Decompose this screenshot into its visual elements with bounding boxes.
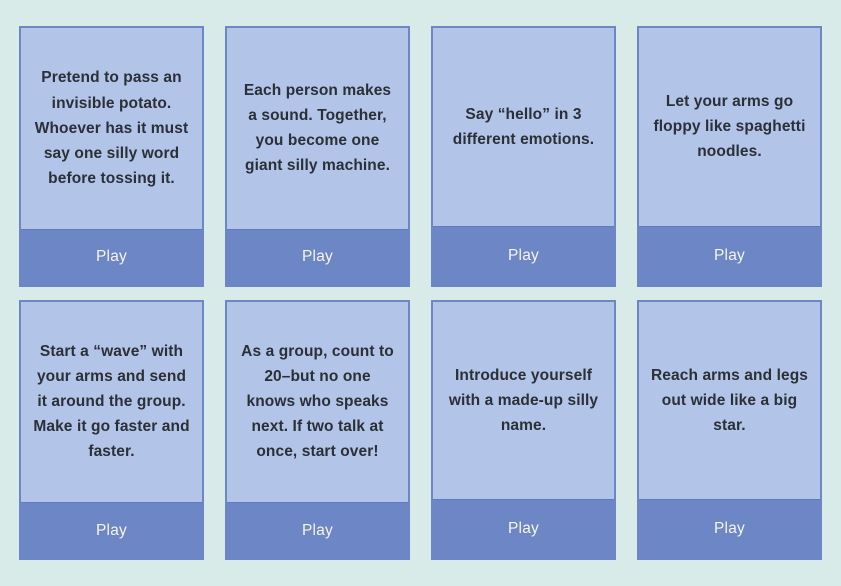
play-button-label: Play bbox=[508, 520, 539, 537]
card-body: Reach arms and legs out wide like a big … bbox=[639, 301, 820, 499]
play-button[interactable]: Play bbox=[639, 225, 820, 285]
play-button-label: Play bbox=[302, 248, 333, 265]
play-button-label: Play bbox=[302, 521, 333, 539]
card-prompt-text: Say “hello” in 3 different emotions. bbox=[452, 105, 595, 148]
play-button[interactable]: Play bbox=[21, 228, 202, 285]
card-body: Each person makes a sound. Together, you… bbox=[227, 28, 408, 229]
play-button[interactable]: Play bbox=[21, 502, 202, 558]
play-button-label: Play bbox=[714, 246, 745, 264]
prompt-card[interactable]: Let your arms go floppy like spaghetti n… bbox=[637, 26, 822, 287]
card-prompt-text: As a group, count to 20–but no one knows… bbox=[241, 342, 394, 461]
play-button-label: Play bbox=[96, 248, 127, 265]
play-button-label: Play bbox=[96, 521, 127, 539]
card-prompt-text: Start a “wave” with your arms and send i… bbox=[33, 342, 190, 461]
card-prompt-text: Pretend to pass an invisible potato. Who… bbox=[34, 69, 189, 187]
play-button[interactable]: Play bbox=[227, 502, 408, 558]
play-button[interactable]: Play bbox=[433, 499, 614, 558]
prompt-card[interactable]: Introduce yourself with a made-up silly … bbox=[431, 299, 616, 560]
card-body: Introduce yourself with a made-up silly … bbox=[433, 301, 614, 499]
card-body: Let your arms go floppy like spaghetti n… bbox=[639, 28, 820, 226]
play-button-label: Play bbox=[714, 520, 745, 537]
play-button[interactable]: Play bbox=[639, 499, 820, 558]
play-button[interactable]: Play bbox=[227, 228, 408, 285]
play-button-label: Play bbox=[508, 246, 539, 264]
prompt-card[interactable]: Each person makes a sound. Together, you… bbox=[225, 26, 410, 287]
prompt-card[interactable]: As a group, count to 20–but no one knows… bbox=[225, 299, 410, 560]
card-prompt-text: Each person makes a sound. Together, you… bbox=[243, 82, 392, 175]
play-button[interactable]: Play bbox=[433, 225, 614, 285]
card-body: Start a “wave” with your arms and send i… bbox=[21, 301, 202, 502]
prompt-card[interactable]: Say “hello” in 3 different emotions. Pla… bbox=[431, 26, 616, 287]
prompt-card[interactable]: Start a “wave” with your arms and send i… bbox=[19, 299, 204, 560]
card-body: Say “hello” in 3 different emotions. bbox=[433, 28, 614, 226]
card-body: Pretend to pass an invisible potato. Who… bbox=[21, 28, 202, 229]
card-prompt-text: Reach arms and legs out wide like a big … bbox=[651, 366, 808, 434]
card-prompt-text: Introduce yourself with a made-up silly … bbox=[448, 366, 599, 434]
prompt-card[interactable]: Pretend to pass an invisible potato. Who… bbox=[19, 26, 204, 287]
prompt-card[interactable]: Reach arms and legs out wide like a big … bbox=[637, 299, 822, 560]
card-prompt-text: Let your arms go floppy like spaghetti n… bbox=[653, 93, 806, 161]
card-body: As a group, count to 20–but no one knows… bbox=[227, 301, 408, 502]
